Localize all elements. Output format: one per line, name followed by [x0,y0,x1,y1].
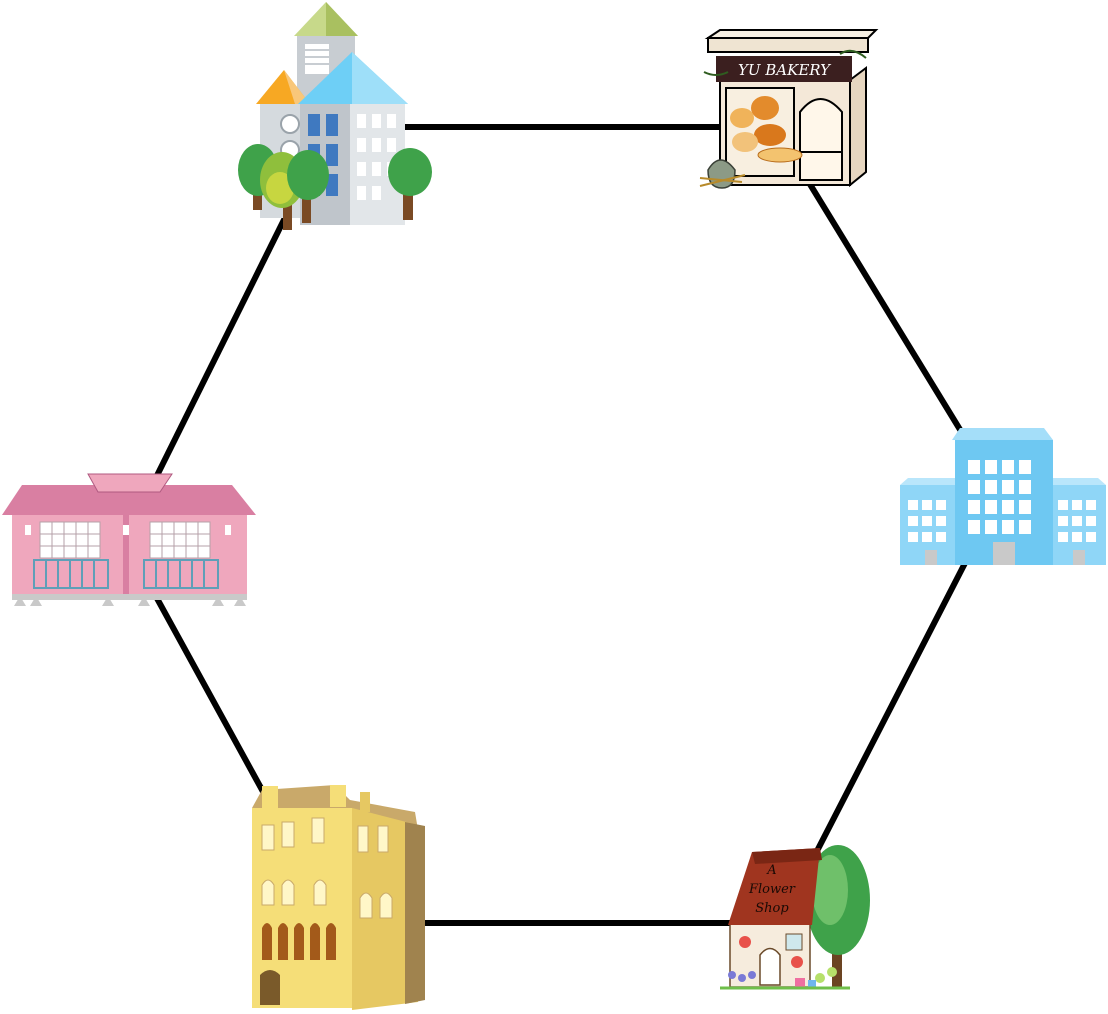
bakery-sign-text: YU BAKERY [738,61,832,79]
flower-shop-sign-line-1: A [766,863,776,878]
office-building-icon [900,428,1106,565]
flower-shop-icon: A Flower Shop [720,845,870,990]
flower-shop-sign-line-2: Flower [748,882,796,897]
bakery-storefront-icon: YU BAKERY [699,29,879,189]
pink-house-icon [2,473,256,606]
bakery-sign [716,56,852,82]
flower-shop-sign-line-3: Shop [755,901,789,916]
apartment-building-icon [252,785,425,1010]
school-building-icon [238,2,432,230]
